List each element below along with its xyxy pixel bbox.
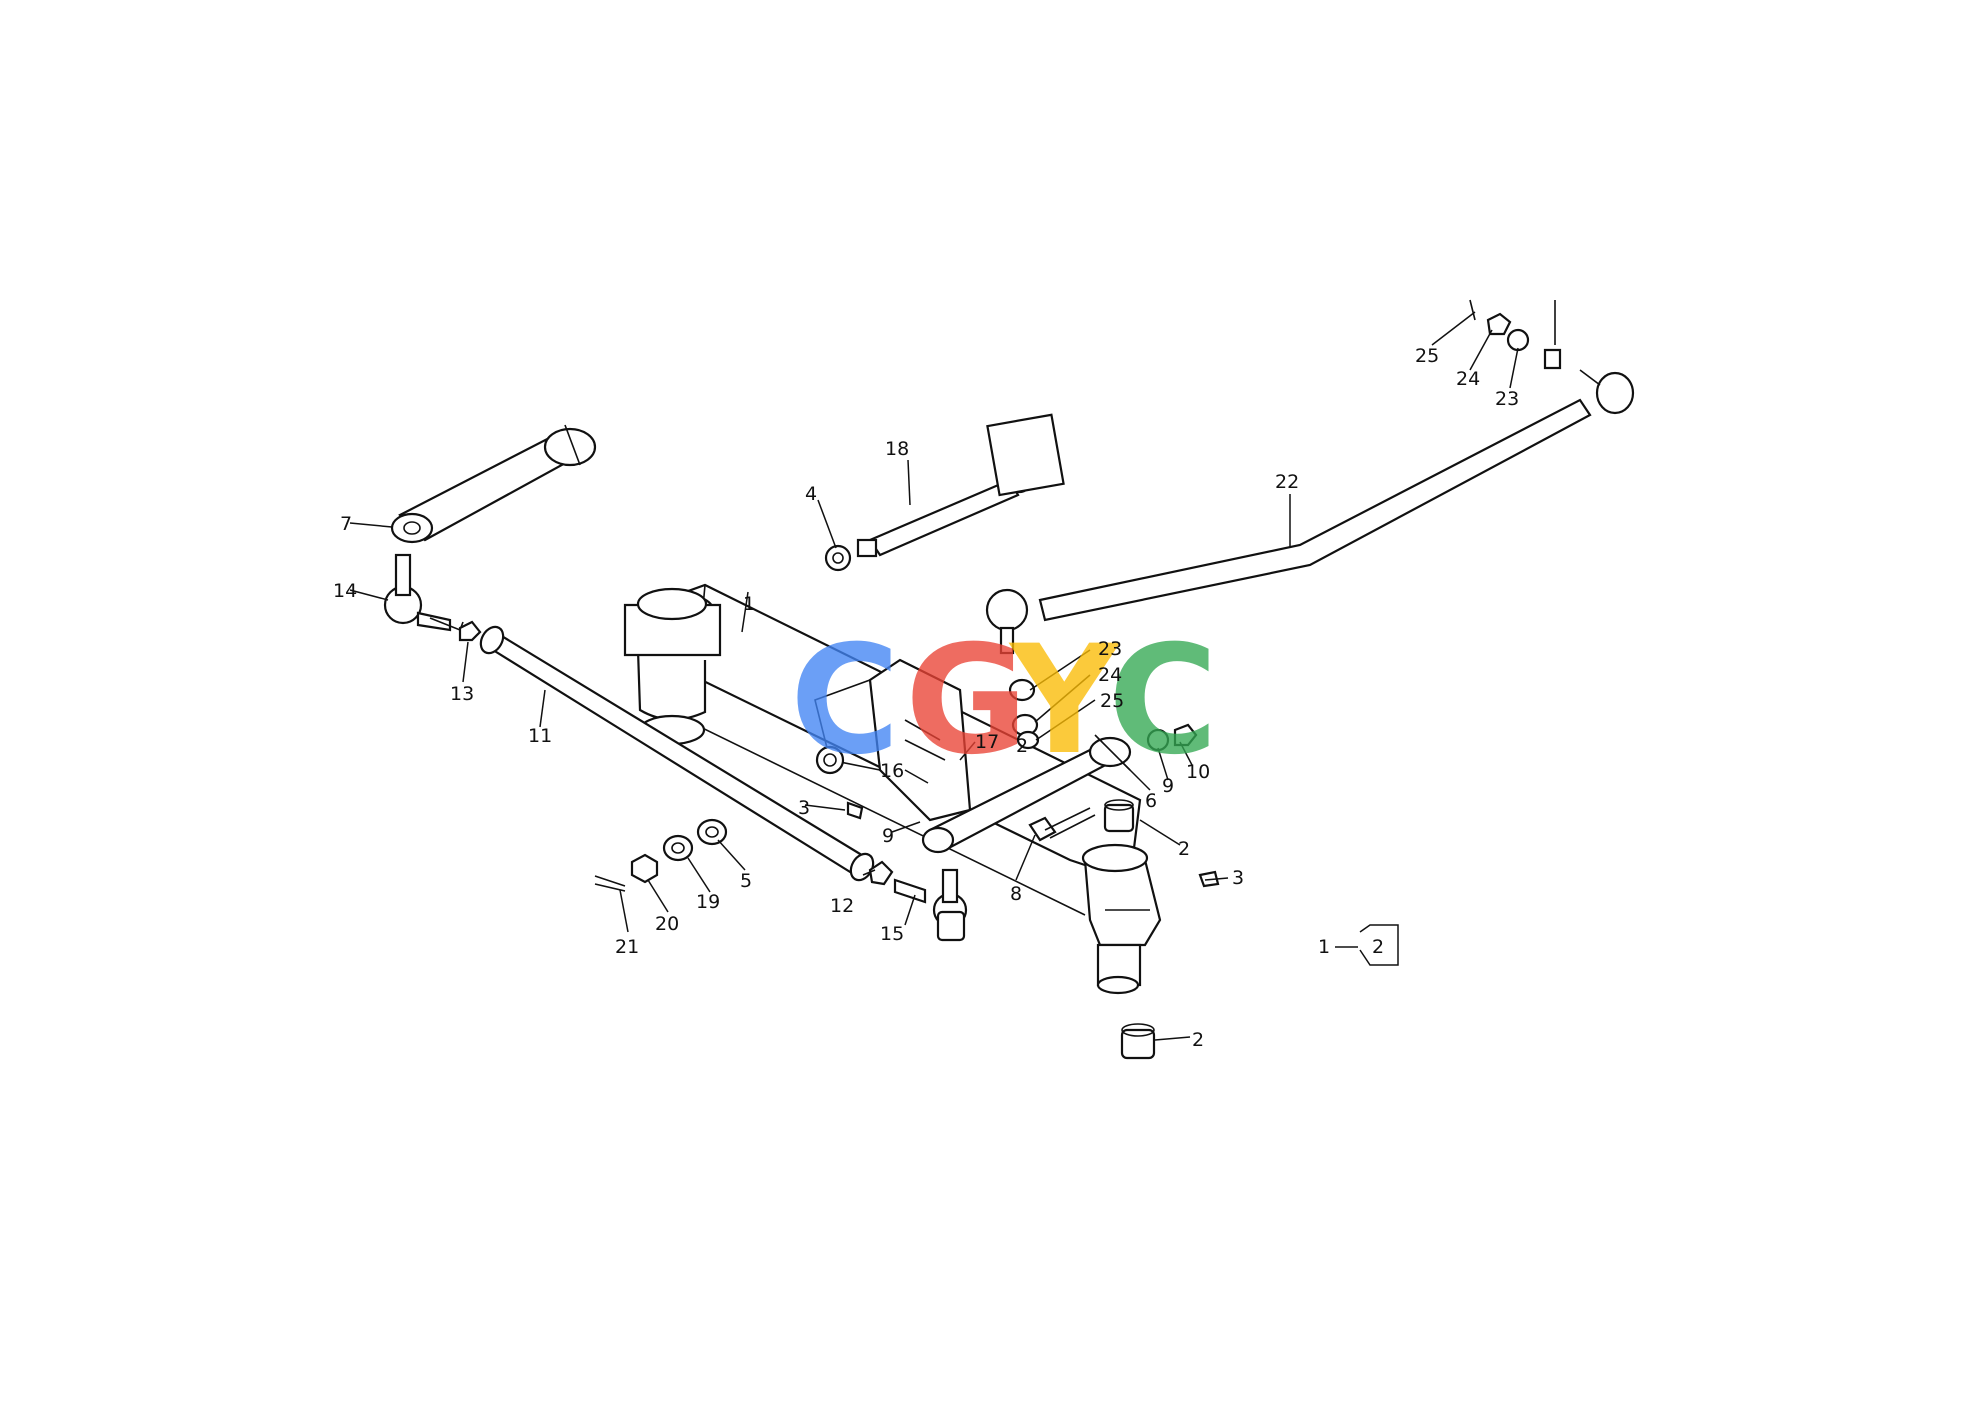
watermark: C G Y C — [790, 614, 1218, 788]
pivot-bracket — [814, 658, 972, 822]
assembly-note: 1 2 — [1318, 936, 1384, 958]
callout-2-bottom: 2 — [1192, 1029, 1204, 1051]
callout-19: 19 — [696, 891, 720, 913]
callout-25-top: 25 — [1415, 345, 1439, 367]
watermark-letter-3: Y — [1008, 614, 1121, 788]
hardware-stack-mid — [1008, 678, 1040, 750]
watermark-letter-4: C — [1108, 614, 1218, 788]
washer-4 — [824, 544, 852, 572]
callout-23-mid: 23 — [1098, 638, 1122, 660]
upper-arm-left — [623, 587, 722, 657]
callout-7: 7 — [340, 513, 352, 535]
steering-arm-left — [390, 424, 597, 544]
callout-3-right: 3 — [1232, 867, 1244, 889]
drag-link — [921, 734, 1132, 854]
callout-13: 13 — [450, 683, 474, 705]
callout-9-left: 9 — [882, 825, 894, 847]
callout-11: 11 — [528, 725, 552, 747]
kingpin-bushing-top — [1103, 799, 1135, 833]
grease-fitting-center — [846, 801, 864, 820]
assembly-note-left: 1 — [1318, 936, 1330, 958]
nut-13 — [458, 620, 482, 642]
drag-link-22 — [985, 369, 1635, 655]
callout-9-right: 9 — [1162, 775, 1174, 797]
pivot-pin-18 — [856, 413, 1065, 558]
callout-24-top: 24 — [1456, 368, 1480, 390]
callout-15: 15 — [880, 923, 904, 945]
hardware-stack-top — [1469, 299, 1562, 370]
bolt-8 — [1028, 807, 1096, 842]
callout-1: 1 — [743, 593, 755, 615]
callout-10: 10 — [1186, 761, 1210, 783]
nut-10 — [1173, 723, 1198, 747]
tie-rod-end-right — [893, 868, 968, 942]
assembly-note-right: 2 — [1372, 936, 1384, 958]
callout-labels: 1 2 2 2 3 3 4 5 6 7 8 9 9 10 11 12 13 14… — [333, 345, 1519, 1051]
right-kingpin-knuckle — [1081, 843, 1162, 995]
callout-23-top: 23 — [1495, 388, 1519, 410]
callout-3-center: 3 — [798, 797, 810, 819]
callout-4: 4 — [805, 483, 817, 505]
washer-19 — [662, 834, 694, 862]
tie-rod-end-left — [383, 553, 464, 632]
nut-12 — [868, 860, 894, 886]
kingpin-bushing-bottom — [1120, 1023, 1156, 1060]
callout-22: 22 — [1275, 471, 1299, 493]
callout-5: 5 — [740, 870, 752, 892]
callout-12: 12 — [830, 895, 854, 917]
callout-2-mid: 2 — [1016, 735, 1028, 757]
leader-lines — [349, 311, 1519, 1041]
watermark-letter-1: C — [790, 614, 900, 788]
callout-21: 21 — [615, 936, 639, 958]
callout-17: 17 — [975, 731, 999, 753]
castle-nut-20 — [630, 853, 659, 884]
washer-5 — [696, 818, 728, 846]
cotter-pin-21 — [594, 875, 626, 892]
callout-16: 16 — [880, 760, 904, 782]
watermark-letter-2: G — [905, 614, 1028, 788]
callout-8: 8 — [1010, 883, 1022, 905]
callout-2-top: 2 — [1178, 838, 1190, 860]
callout-25-mid: 25 — [1100, 690, 1124, 712]
callout-20: 20 — [655, 913, 679, 935]
callout-24-mid: 24 — [1098, 664, 1122, 686]
callout-14: 14 — [333, 580, 357, 602]
callout-6: 6 — [1145, 790, 1157, 812]
callout-18: 18 — [885, 438, 909, 460]
